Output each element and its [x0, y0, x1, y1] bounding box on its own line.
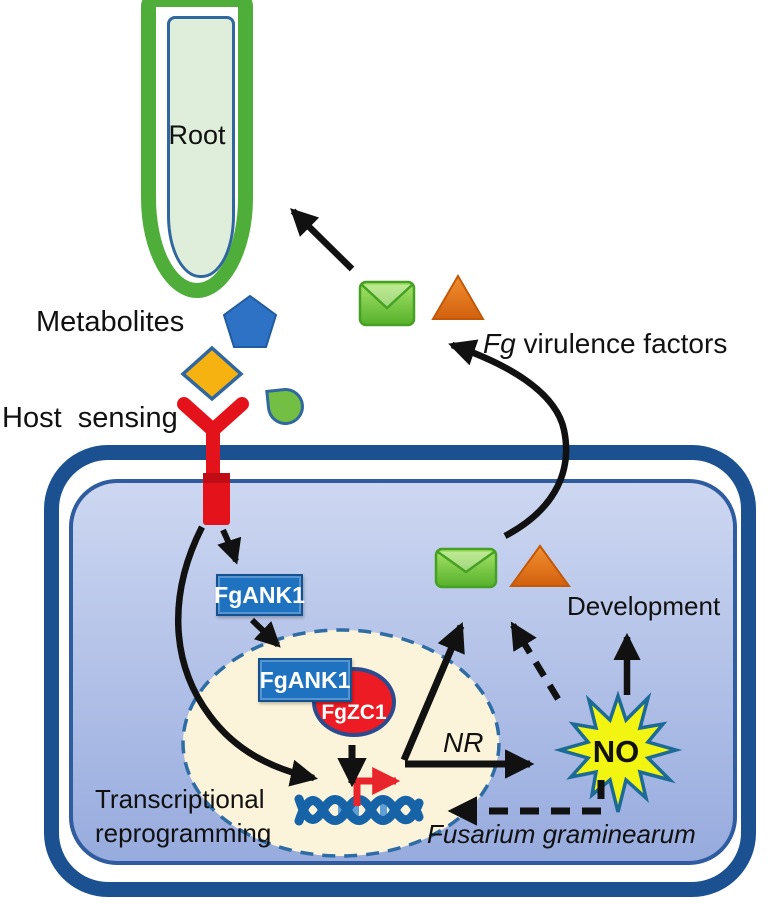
transcriptional-reprogramming-label: Transcriptional reprogramming	[95, 784, 272, 848]
virulence-factors-text: virulence factors	[515, 328, 728, 359]
no-label: NO	[592, 734, 640, 769]
nr-label: NR	[443, 727, 484, 758]
virulence-factor-envelope-icon	[358, 280, 416, 327]
fgzc1-label: FgZC1	[321, 701, 387, 724]
arrow-transcription-to-virulence	[400, 621, 465, 762]
arrow-receptor-to-fgank1	[217, 528, 242, 565]
arrow-hostsensing-to-dna	[174, 525, 319, 787]
arrow-secretion-curve	[448, 339, 570, 539]
cell-membrane-outer	[44, 445, 756, 897]
arrow-no-to-dna-dashed	[447, 780, 605, 826]
metabolites-label: Metabolites	[36, 306, 185, 338]
fusarium-graminearum-label: Fusarium graminearum	[427, 819, 696, 849]
fgank1-label: FgANK1	[259, 666, 351, 693]
no-burst-icon	[553, 690, 683, 813]
arrow-fgank1-to-nucleus	[249, 617, 281, 648]
arrow-virulence-to-root	[290, 208, 355, 272]
fg-italic: Fg	[483, 328, 516, 359]
fgank1-cytoplasm-box: FgANK1	[214, 574, 305, 616]
arrow-no-to-virulence-dashed	[510, 621, 561, 701]
virulence-factor-triangle-icon	[431, 274, 485, 320]
host-sensing-receptor-icon	[177, 397, 249, 525]
metabolite-diamond-icon	[180, 345, 244, 402]
fg-virulence-factors-label: Fg virulence factors	[483, 328, 727, 360]
fgank1-label: FgANK1	[214, 581, 305, 608]
root-label: Root	[168, 120, 226, 150]
development-label: Development	[567, 591, 721, 621]
virulence-factor-triangle-icon	[509, 544, 571, 587]
metabolite-pentagon-icon	[222, 294, 278, 348]
virulence-factor-envelope-icon	[434, 547, 498, 589]
host-sensing-label: Host sensing	[2, 402, 178, 434]
root-tube-icon	[141, 0, 253, 298]
root-tube-inner	[167, 16, 235, 278]
fgank1-nucleus-box: FgANK1	[258, 658, 352, 702]
